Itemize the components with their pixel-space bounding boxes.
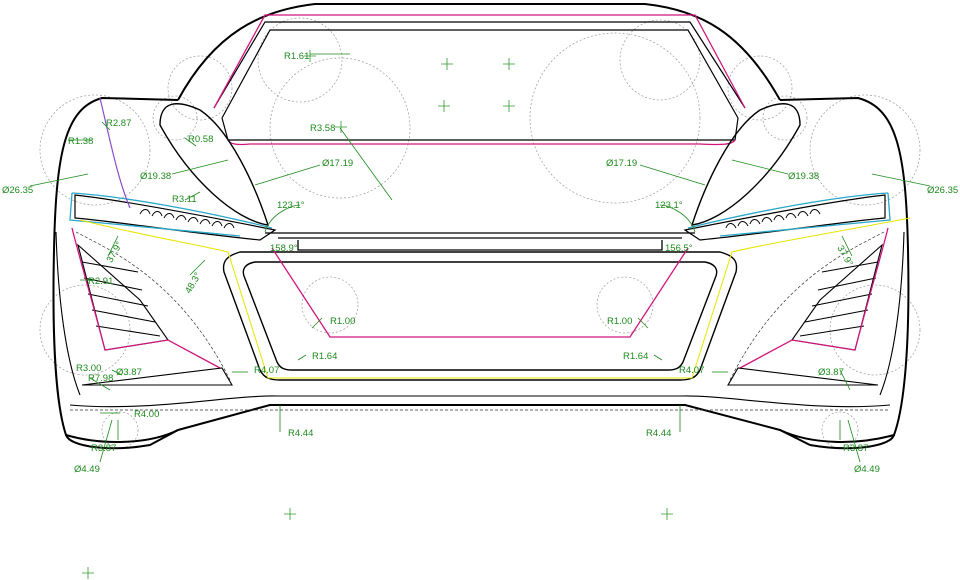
- label-r400: R4.00: [134, 409, 159, 420]
- label-d1719-left: Ø17.19: [322, 158, 353, 169]
- label-r287: R2.87: [106, 118, 131, 129]
- led-strip-left: [139, 209, 235, 229]
- label-r138: R1.38: [68, 136, 93, 147]
- windshield-magenta: [213, 14, 746, 146]
- side-intakes-magenta: [71, 227, 889, 369]
- label-d1719-right: Ø17.19: [606, 158, 637, 169]
- label-a483: 48.3°: [183, 271, 204, 296]
- bumper-lines: [55, 231, 905, 408]
- led-strip-right: [725, 209, 821, 229]
- label-a379-left: 37.9°: [105, 240, 126, 265]
- windshield: [213, 21, 746, 141]
- label-d449-left: Ø4.49: [74, 464, 100, 475]
- label-d1938-right: Ø19.38: [788, 171, 819, 182]
- dimension-labels: R1.61 R2.87 R1.38 R0.58 R3.58 Ø26.35 Ø26…: [2, 51, 958, 475]
- label-r164-right: R1.64: [623, 351, 648, 362]
- lower-vents: [81, 367, 879, 386]
- label-d449-right: Ø4.49: [854, 464, 880, 475]
- label-r100-left: R1.00: [330, 316, 355, 327]
- label-r291: R2.91: [88, 276, 113, 287]
- hood-edge: [265, 232, 695, 251]
- construction-circles: [39, 17, 921, 449]
- label-a379-right: 37.9°: [834, 244, 855, 269]
- side-intakes: [77, 243, 883, 351]
- label-r407-right: R4.07: [679, 365, 704, 376]
- grille-yellow: [79, 217, 911, 379]
- label-r387-right: R3.87: [843, 443, 868, 454]
- leader-lines: [29, 53, 931, 463]
- label-r407-left: R4.07: [254, 365, 279, 376]
- construction-crosses: [82, 50, 673, 579]
- purple-edge: [99, 97, 131, 209]
- headlights-cyan: [69, 192, 891, 237]
- label-r164-left: R1.64: [312, 351, 337, 362]
- label-a1589: 158.9°: [270, 243, 298, 254]
- label-r311: R3.11: [172, 194, 197, 205]
- grille-magenta: [271, 247, 689, 338]
- label-r161: R1.61: [284, 51, 309, 62]
- label-d1938-left: Ø19.38: [140, 171, 171, 182]
- mirrors: [159, 103, 801, 226]
- grille: [222, 251, 738, 381]
- label-d387-left: Ø3.87: [116, 367, 142, 378]
- label-a1231-left: 123.1°: [277, 200, 305, 211]
- label-d2635-left: Ø26.35: [2, 185, 33, 196]
- label-d2635-right: Ø26.35: [927, 185, 958, 196]
- label-r444-right: R4.44: [646, 428, 671, 439]
- label-d387-right: Ø3.87: [818, 367, 844, 378]
- label-r387-left: R3.87: [91, 443, 116, 454]
- body-outline: [52, 3, 910, 450]
- label-r358: R3.58: [310, 123, 335, 134]
- label-r444-left: R4.44: [288, 428, 313, 439]
- label-r300: R3.00: [76, 363, 101, 374]
- label-a1231-right: 123.1°: [655, 200, 683, 211]
- label-r058: R0.58: [188, 134, 213, 145]
- label-r798: R7.98: [88, 373, 113, 384]
- label-r100-right: R1.00: [607, 316, 632, 327]
- dashed-lines: [70, 231, 890, 411]
- label-a1565: 156.5°: [665, 243, 693, 254]
